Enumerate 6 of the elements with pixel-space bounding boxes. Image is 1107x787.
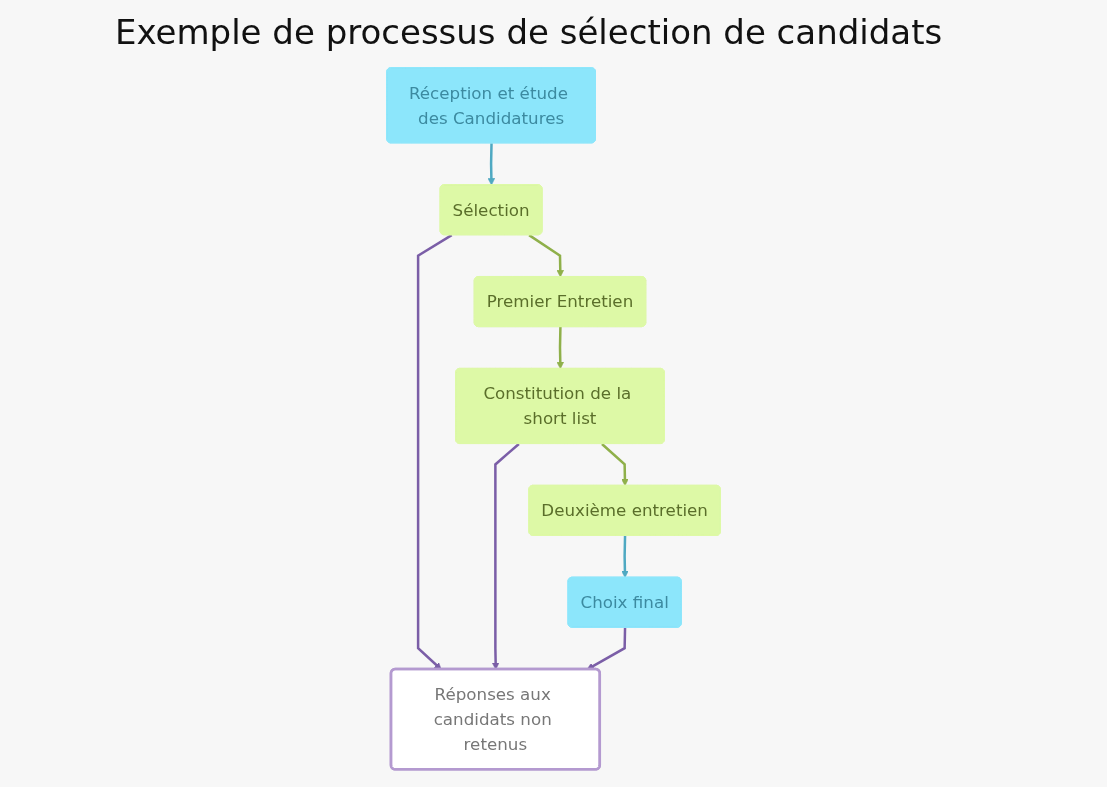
arrow [487, 142, 495, 185]
arrow [601, 442, 629, 486]
arrow [528, 233, 564, 277]
diagram-title: Exemple de processus de sélection de candidats [115, 12, 944, 54]
arrow [621, 535, 629, 578]
arrow [556, 326, 564, 369]
